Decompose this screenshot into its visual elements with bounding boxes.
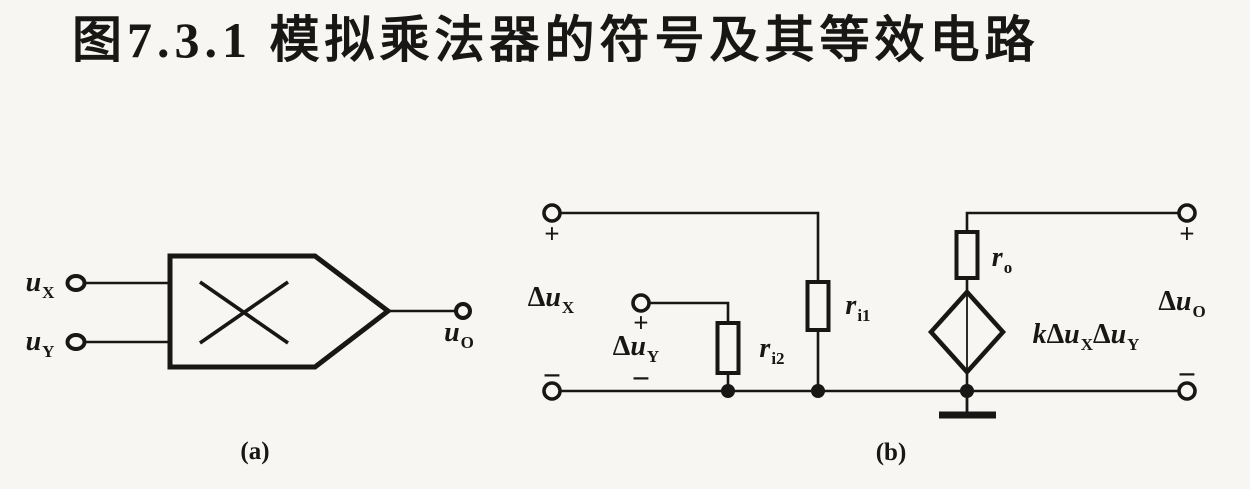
uo-variable: u xyxy=(444,317,460,348)
source-term1-variable: u xyxy=(1064,319,1080,350)
delta-symbol: Δ xyxy=(1046,319,1065,350)
delta-uo-subscript: O xyxy=(1192,302,1206,321)
ri1-variable: r xyxy=(845,290,857,321)
label-delta-ux: ΔuX xyxy=(527,282,574,317)
multiplier-body xyxy=(167,253,393,370)
terminal-port-o-plus xyxy=(1177,203,1197,223)
source-coefficient: k xyxy=(1032,319,1047,350)
multiplier-symbol xyxy=(65,253,472,370)
controlled-source-diamond xyxy=(927,288,1007,376)
ri2-subscript: i2 xyxy=(771,349,785,368)
plus-sign-port-x: + xyxy=(544,218,560,249)
junction-dot-ri2 xyxy=(721,384,735,398)
terminal-ux xyxy=(65,274,87,292)
ri1-subscript: i1 xyxy=(857,306,871,325)
ro-subscript: o xyxy=(1003,258,1013,277)
junction-dot-ri1 xyxy=(811,384,825,398)
label-ro: ro xyxy=(991,242,1012,277)
label-ri1: ri1 xyxy=(845,290,870,325)
minus-sign-port-y: − xyxy=(631,360,651,396)
uy-variable: u xyxy=(25,326,42,357)
source-term2-subscript: Y xyxy=(1127,335,1140,354)
terminal-uy xyxy=(65,333,87,351)
resistor-ri2-body xyxy=(715,321,741,375)
label-delta-uy: ΔuY xyxy=(612,331,659,366)
delta-symbol: Δ xyxy=(1158,286,1176,317)
wire-port-y xyxy=(649,301,730,323)
source-term2-variable: u xyxy=(1110,319,1127,350)
delta-uy-subscript: Y xyxy=(646,347,660,366)
figure-title: 图7.3.1 模拟乘法器的符号及其等效电路 xyxy=(72,12,1040,68)
plus-sign-port-o: + xyxy=(1179,218,1195,249)
equivalent-circuit xyxy=(542,203,1197,419)
delta-symbol: Δ xyxy=(612,331,631,362)
terminal-uo xyxy=(454,302,472,320)
terminal-port-o-minus xyxy=(1177,381,1197,401)
resistor-ro-body xyxy=(954,230,980,280)
delta-uy-variable: u xyxy=(630,331,646,362)
caption-b: (b) xyxy=(875,439,907,466)
delta-uo-variable: u xyxy=(1175,286,1192,317)
label-uo: uO xyxy=(444,317,474,352)
delta-symbol: Δ xyxy=(527,282,546,313)
uy-subscript: Y xyxy=(42,342,55,361)
wire-top-right xyxy=(965,211,1179,232)
caption-a: (a) xyxy=(240,438,270,465)
uo-subscript: O xyxy=(460,333,474,352)
label-controlled-source: kΔuXΔuY xyxy=(1032,319,1140,354)
delta-ux-subscript: X xyxy=(561,298,575,317)
ri2-variable: r xyxy=(759,333,771,364)
minus-sign-port-x: − xyxy=(542,357,562,393)
wire-top-left xyxy=(560,211,820,282)
delta-ux-variable: u xyxy=(545,282,561,313)
ux-subscript: X xyxy=(42,283,55,302)
source-term1-subscript: X xyxy=(1080,335,1093,354)
delta-symbol: Δ xyxy=(1093,319,1111,350)
plus-sign-port-y: + xyxy=(633,307,649,338)
resistor-ri1-body xyxy=(805,280,831,332)
ux-variable: u xyxy=(25,267,42,298)
label-ux: uX xyxy=(25,267,55,302)
minus-sign-port-o: − xyxy=(1177,356,1197,392)
label-ri2: ri2 xyxy=(759,333,784,368)
ro-variable: r xyxy=(991,242,1003,273)
label-uy: uY xyxy=(25,326,55,361)
label-delta-uo: ΔuO xyxy=(1158,286,1205,321)
multiply-cross-icon xyxy=(198,280,290,345)
